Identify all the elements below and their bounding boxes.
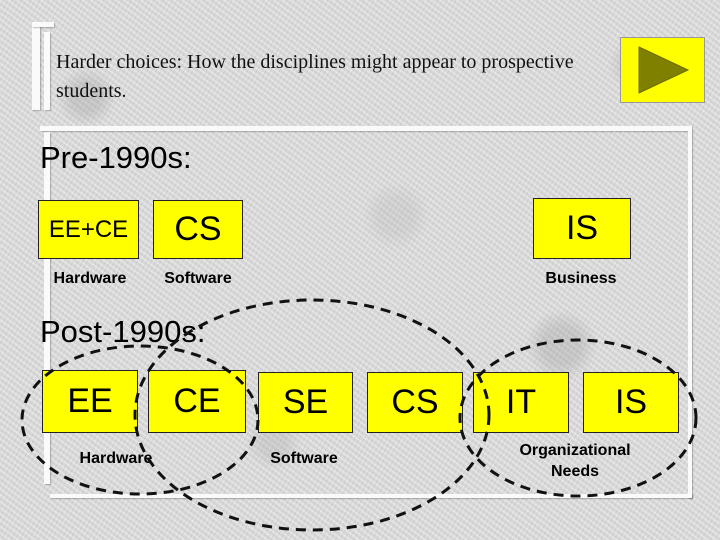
post-label-hardware: Hardware [79,450,153,467]
play-triangle-icon [638,46,690,94]
slide-title: Harder choices: How the disciplines migh… [56,51,574,102]
post-label-organizational-needs: Organizational Needs [519,442,631,480]
post-label-software: Software [270,450,338,467]
pre-label-hardware: Hardware [53,270,127,287]
post-box-cs: CS [367,372,463,433]
post-box-ce: CE [148,370,246,433]
next-slide-button[interactable] [620,37,705,103]
post-box-it: IT [473,372,569,433]
pre-box-cs: CS [153,200,243,259]
frame-bar-right-main [688,126,692,498]
frame-bar-left-top-inner [44,32,50,110]
pre-label-business: Business [545,270,617,287]
post-box-is: IS [583,372,679,433]
pre-label-software: Software [164,270,232,287]
pre-1990s-heading: Pre-1990s: [40,140,192,175]
post-box-se: SE [258,372,353,433]
frame-bar-left-main [44,132,50,484]
frame-bar-top-main [40,126,690,131]
post-box-ee: EE [42,370,138,433]
pre-box-is: IS [533,198,631,259]
post-1990s-heading: Post-1990s: [40,314,206,349]
frame-bar-bottom-main [50,494,692,498]
frame-bar-left-top [32,22,40,110]
frame-bar-top [32,22,54,27]
pre-box-ee-ce: EE+CE [38,200,139,259]
